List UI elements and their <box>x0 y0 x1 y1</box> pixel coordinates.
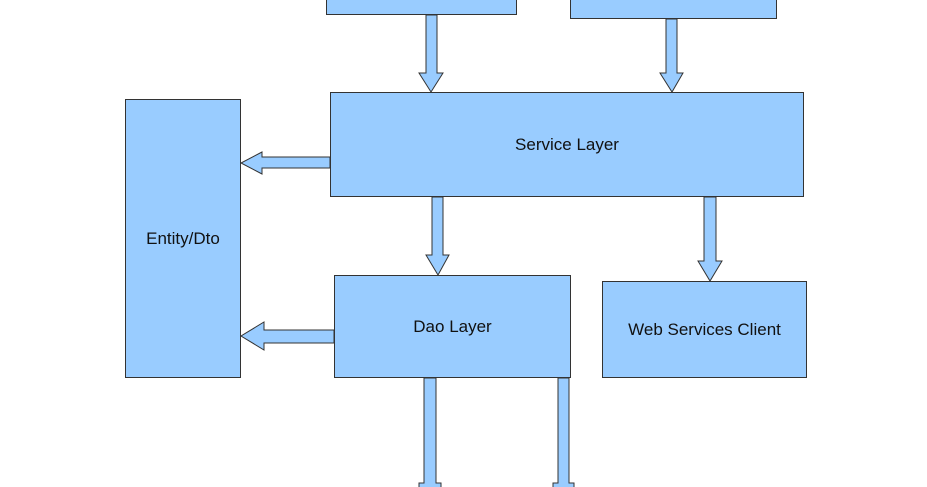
dao-layer-label: Dao Layer <box>413 316 492 336</box>
service-layer-label: Service Layer <box>515 134 619 154</box>
arrow-top-left-to-service-layer <box>418 14 444 93</box>
arrow-dao-layer-down-left <box>418 377 442 487</box>
arrow-service-layer-to-entity-dto <box>239 151 331 175</box>
arrow-top-right-to-service-layer <box>659 18 684 93</box>
arrow-service-layer-to-web-services-client <box>697 196 723 282</box>
top-left-box <box>326 0 517 15</box>
entity-dto-label: Entity/Dto <box>146 228 220 248</box>
web-services-client-box: Web Services Client <box>602 281 807 378</box>
entity-dto-box: Entity/Dto <box>125 99 241 378</box>
arrow-dao-layer-down-right <box>552 377 575 487</box>
arrow-service-layer-to-dao-layer <box>425 196 450 277</box>
web-services-client-label: Web Services Client <box>628 319 781 339</box>
dao-layer-box: Dao Layer <box>334 275 571 378</box>
service-layer-box: Service Layer <box>330 92 804 197</box>
arrow-dao-layer-to-entity-dto <box>240 321 335 351</box>
